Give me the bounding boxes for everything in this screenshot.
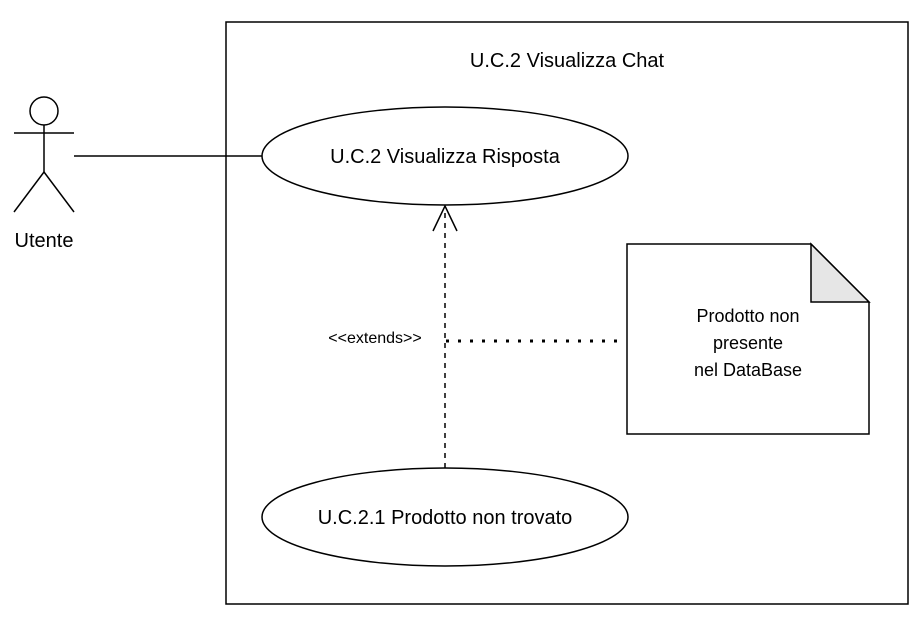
actor-name: Utente	[15, 230, 74, 252]
actor-utente[interactable]: Utente	[13, 96, 75, 252]
use-case-extension-label: U.C.2.1 Prodotto non trovato	[318, 507, 573, 529]
stick-figure-icon	[13, 96, 75, 213]
note-fold-icon	[810, 242, 871, 303]
note-line-2: presente	[713, 333, 783, 353]
note[interactable]: Prodotto non presente nel DataBase	[626, 242, 871, 435]
note-line-3: nel DataBase	[694, 360, 802, 380]
use-case-main[interactable]: U.C.2 Visualizza Risposta	[261, 106, 629, 206]
system-title: U.C.2 Visualizza Chat	[470, 50, 665, 72]
use-case-extension[interactable]: U.C.2.1 Prodotto non trovato	[261, 467, 629, 567]
use-case-main-label: U.C.2 Visualizza Risposta	[330, 146, 561, 168]
extends-stereotype: <<extends>>	[328, 330, 421, 347]
note-body	[626, 243, 870, 435]
note-line-1: Prodotto non	[696, 306, 799, 326]
arrow-head-icon	[432, 204, 458, 232]
extends-arrow[interactable]	[432, 204, 458, 468]
